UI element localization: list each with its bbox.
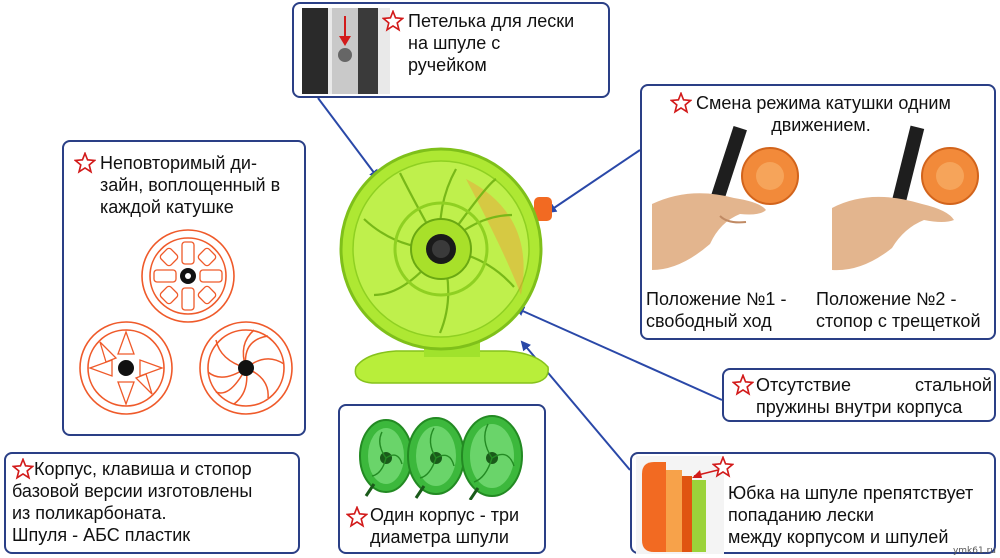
- arrow-no-spring: [514, 306, 723, 401]
- skirt-text: Юбка на шпуле препятствует попаданию лес…: [728, 483, 974, 547]
- skirt-photo: [636, 456, 724, 554]
- star-icon: [712, 456, 734, 478]
- reel-illustration: [339, 147, 552, 384]
- line-loop-text: Петелька для лески на шпуле с ручейком: [408, 11, 575, 75]
- callout-skirt: Юбка на шпуле препятствует попаданию лес…: [630, 452, 996, 554]
- callout-mode-switch: Смена режима катушки одним движением. По…: [640, 84, 996, 340]
- position-2-photo: [832, 125, 979, 271]
- three-spools-illustration: [359, 415, 523, 500]
- no-spring-text: Отсутствие стальной пружины внутри корпу…: [756, 375, 992, 417]
- position-2-label: Положение №2 - стопор с трещеткой: [816, 289, 981, 331]
- star-icon: [74, 152, 96, 174]
- star-icon: [732, 374, 754, 396]
- spool-designs-illustration: [79, 229, 293, 415]
- star-icon: [382, 10, 404, 32]
- callout-no-spring: Отсутствие стальной пружины внутри корпу…: [722, 368, 996, 422]
- star-icon: [12, 458, 34, 480]
- watermark: ymk61.ru: [952, 546, 996, 556]
- star-icon: [670, 92, 692, 114]
- materials-text: Корпус, клавиша и стопор базовой версии …: [12, 459, 253, 545]
- star-icon: [346, 506, 368, 528]
- callout-unique-design: Неповторимый ди- зайн, воплощенный в каж…: [62, 140, 306, 436]
- position-1-photo: [652, 125, 799, 270]
- callout-one-body: Один корпус - три диаметра шпули: [338, 404, 546, 554]
- arrow-line-loop: [317, 97, 380, 180]
- unique-design-text: Неповторимый ди- зайн, воплощенный в каж…: [100, 153, 281, 217]
- position-1-label: Положение №1 - свободный ход: [646, 289, 787, 331]
- callout-materials: Корпус, клавиша и стопор базовой версии …: [4, 452, 300, 554]
- mode-switch-heading: Смена режима катушки одним движением.: [696, 93, 951, 135]
- callout-line-loop: Петелька для лески на шпуле с ручейком: [292, 2, 610, 98]
- line-loop-photo: [302, 8, 390, 94]
- arrow-mode-switch: [546, 149, 641, 214]
- one-body-text: Один корпус - три диаметра шпули: [370, 505, 520, 547]
